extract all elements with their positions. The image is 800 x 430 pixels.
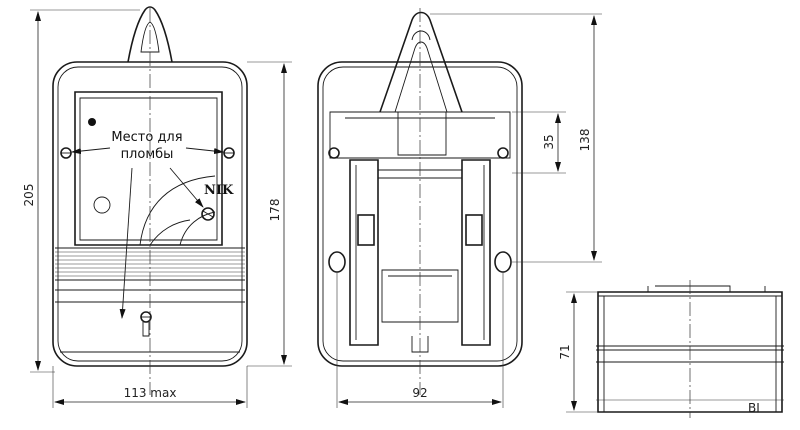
dim-hanger-to-lower: 138 (430, 13, 602, 263)
dim-depth: 71 (558, 291, 598, 413)
front-view: Место для пломбы NIK (52, 6, 248, 395)
seal-label-line1: Место для (111, 130, 182, 145)
seal-screw-left (60, 147, 72, 159)
dim-overall-height: 205 (22, 9, 140, 373)
back-screw-left (328, 147, 340, 159)
seal-label-line2: пломбы (121, 147, 174, 162)
dim-front-width: 113 max (52, 366, 248, 408)
dim-back-width: 92 (336, 272, 504, 408)
dim-hole-spacing: 35 (512, 111, 566, 174)
svg-text:138: 138 (578, 129, 592, 152)
din-rail-clips (349, 159, 491, 346)
svg-text:113 max: 113 max (124, 386, 177, 400)
svg-text:71: 71 (558, 344, 572, 359)
back-hole-left (328, 251, 346, 273)
svg-text:178: 178 (268, 199, 282, 222)
back-screw-right (497, 147, 509, 159)
side-view: BI (596, 280, 784, 418)
front-seal-screw (201, 207, 215, 221)
indicator-led (88, 118, 96, 126)
corner-mark: BI (748, 401, 760, 415)
dim-body-height: 178 (247, 61, 292, 367)
back-view (317, 8, 523, 395)
terminal-cover-screw (140, 311, 152, 337)
front-display-window (74, 91, 223, 246)
back-hanger (379, 11, 463, 113)
front-hanger (127, 6, 173, 63)
back-hole-right (494, 251, 512, 273)
front-button (93, 196, 111, 214)
seal-screw-right (223, 147, 235, 159)
svg-text:205: 205 (22, 184, 36, 207)
brand-logo: NIK (204, 183, 234, 198)
side-body-outline (597, 291, 783, 413)
svg-text:92: 92 (412, 386, 427, 400)
svg-text:35: 35 (542, 134, 556, 149)
